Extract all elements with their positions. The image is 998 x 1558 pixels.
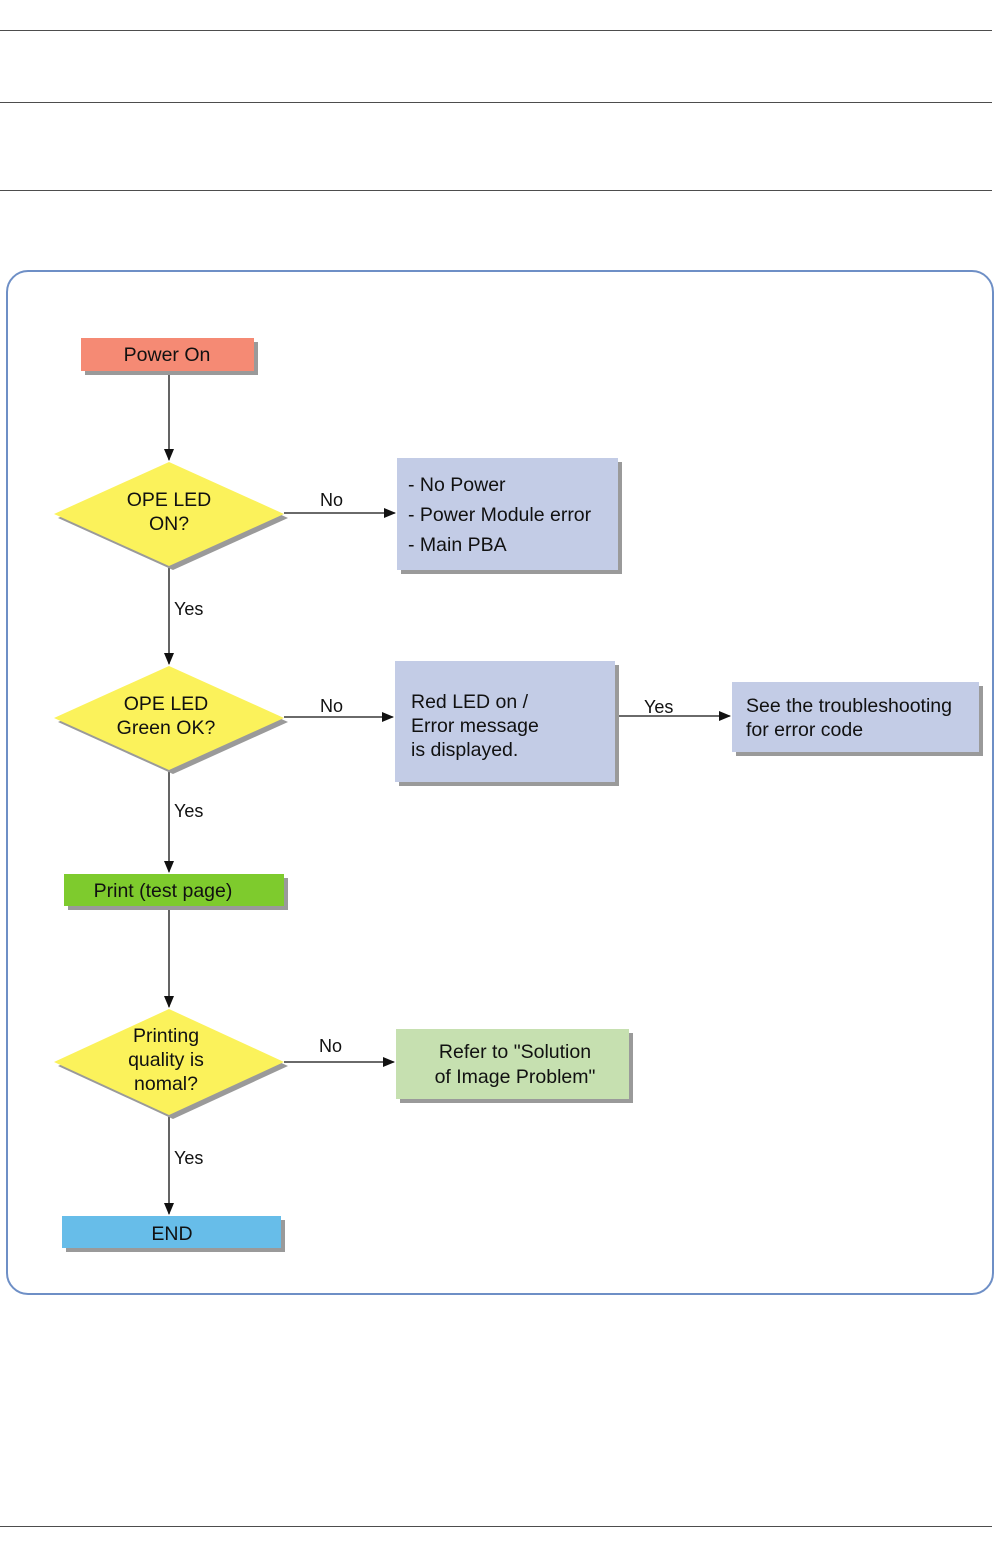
node-label: Refer to "Solution [439,1041,591,1063]
node-diamond [54,666,284,770]
edge-label: Yes [174,1148,203,1168]
node-label: OPE LED [127,489,212,511]
edge-label: Yes [644,697,673,717]
node-refer-solution: Refer to "Solution of Image Problem" [396,1029,633,1103]
node-label: quality is [128,1049,204,1071]
node-label: is displayed. [411,739,518,761]
edge-label: No [320,696,343,716]
node-box [395,661,615,782]
node-label: for error code [746,719,863,741]
node-label: - Power Module error [408,504,592,526]
edge-label: No [319,1036,342,1056]
node-diamond [54,462,284,566]
node-box [62,1216,281,1248]
node-label: Printing [133,1025,199,1047]
node-power-on: Power On [81,338,258,375]
edge-e2: No [284,490,396,518]
node-box [64,874,284,906]
node-label: - No Power [408,474,506,496]
node-label: Error message [411,715,539,737]
edge-e9: Yes [164,1115,203,1215]
flowchart-panel [6,270,994,1295]
node-label: Green OK? [117,717,216,739]
edge-e4: No [284,696,394,722]
node-label: ON? [149,513,189,535]
header-rule-top [0,30,992,31]
node-end: END [62,1216,285,1252]
node-box [81,338,254,371]
node-box [396,1029,629,1099]
node-label: OPE LED [124,693,209,715]
node-label: - Main PBA [408,534,507,556]
node-print-test: Print (test page) [64,874,288,910]
node-label: Print (test page) [94,880,233,902]
edge-e5: Yes [164,770,203,873]
edge-e3: Yes [164,566,203,665]
edge-label: Yes [174,599,203,619]
node-no-power-info: - No Power - Power Module error - Main PBA [397,458,622,574]
node-label: END [151,1223,192,1245]
node-label: nomal? [134,1073,198,1095]
node-label: See the troubleshooting [746,695,952,717]
edge-label: Yes [174,801,203,821]
node-box [397,458,618,570]
node-box [732,682,979,752]
node-diamond [54,1009,284,1115]
header-rule-middle [0,102,992,103]
footer-rule [0,1526,992,1527]
node-label: Red LED on / [411,691,529,713]
edge-e6: Yes [615,697,731,721]
edge-e8: No [284,1036,395,1067]
node-label: of Image Problem" [435,1066,596,1088]
node-label: Power On [124,344,211,366]
header-rule-bottom [0,190,992,191]
edge-label: No [320,490,343,510]
